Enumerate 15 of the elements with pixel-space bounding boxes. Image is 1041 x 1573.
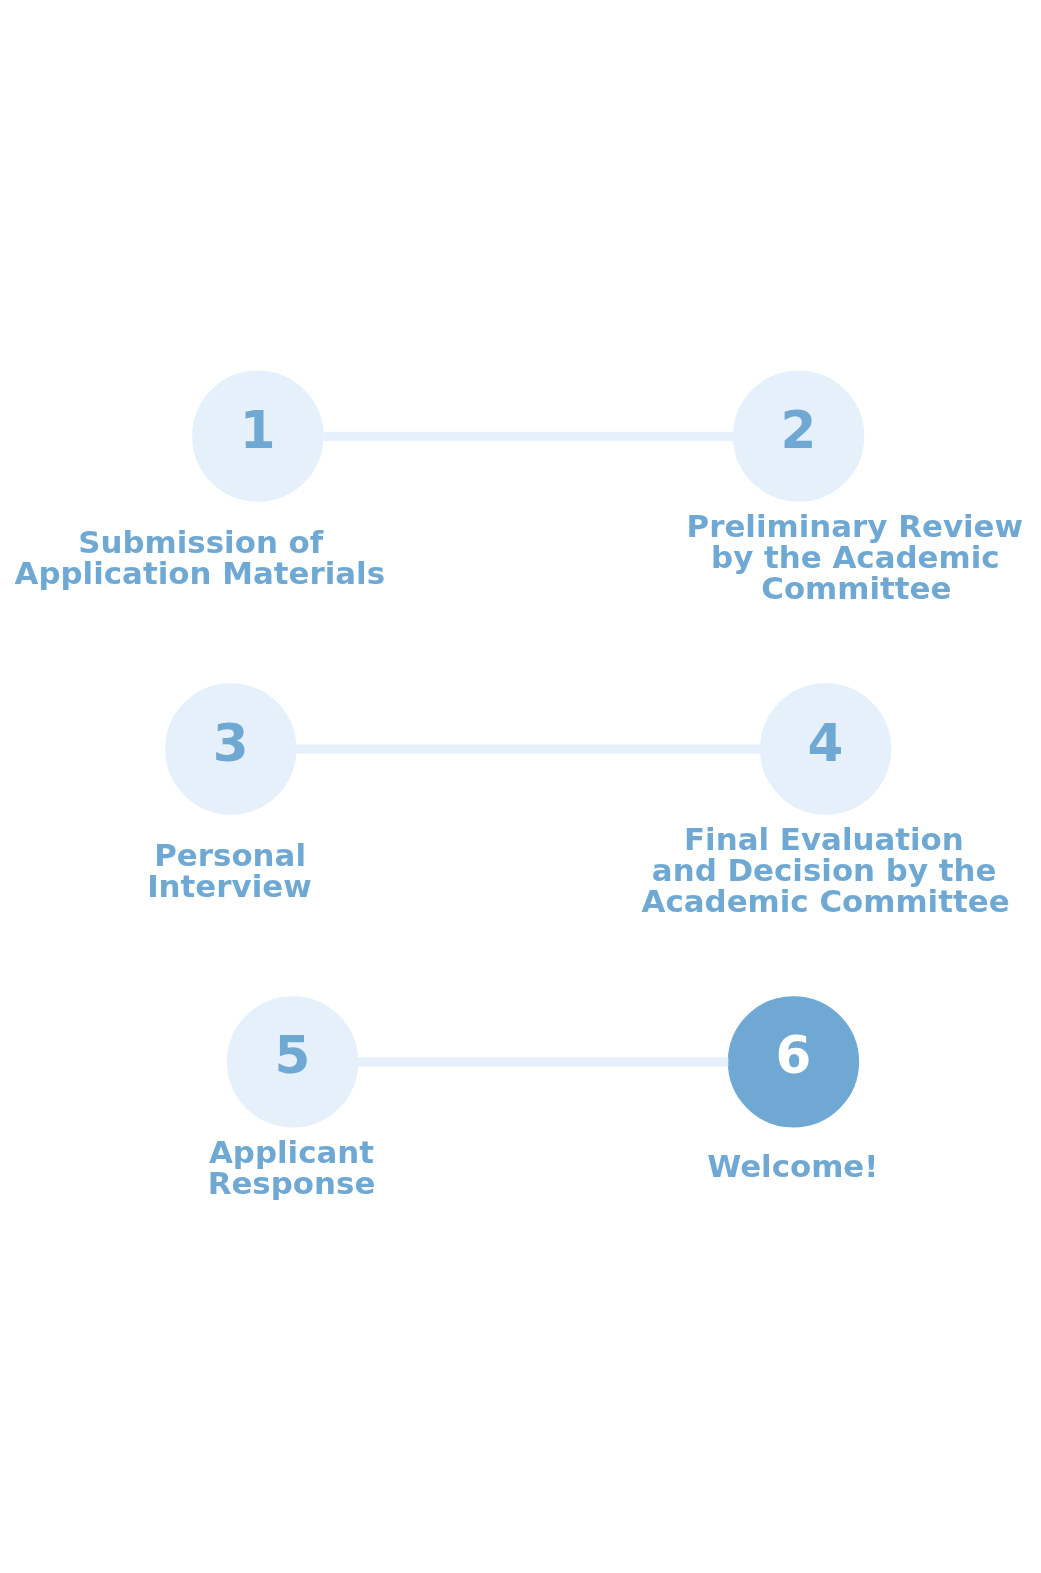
node-label: Welcome! (707, 1147, 879, 1184)
node-circle: 3 (165, 682, 297, 815)
node-label: Preliminary Review by the Academic Committee (686, 507, 1024, 606)
connector (357, 1056, 729, 1066)
node-label: Applicant Response (207, 1133, 376, 1201)
node-label: Submission of Application Materials (14, 523, 386, 591)
node-circle: 1 (192, 370, 324, 502)
node-label: Final Evaluation and Decision by the Academic Committee (641, 820, 1010, 919)
node-circle: 4 (759, 682, 892, 815)
node-circle: 5 (226, 995, 359, 1128)
connector (323, 431, 734, 441)
node-label: Personal Interview (147, 836, 312, 904)
node-circle: 6 (727, 995, 860, 1128)
connector (295, 744, 761, 754)
node-circle: 2 (732, 370, 865, 502)
